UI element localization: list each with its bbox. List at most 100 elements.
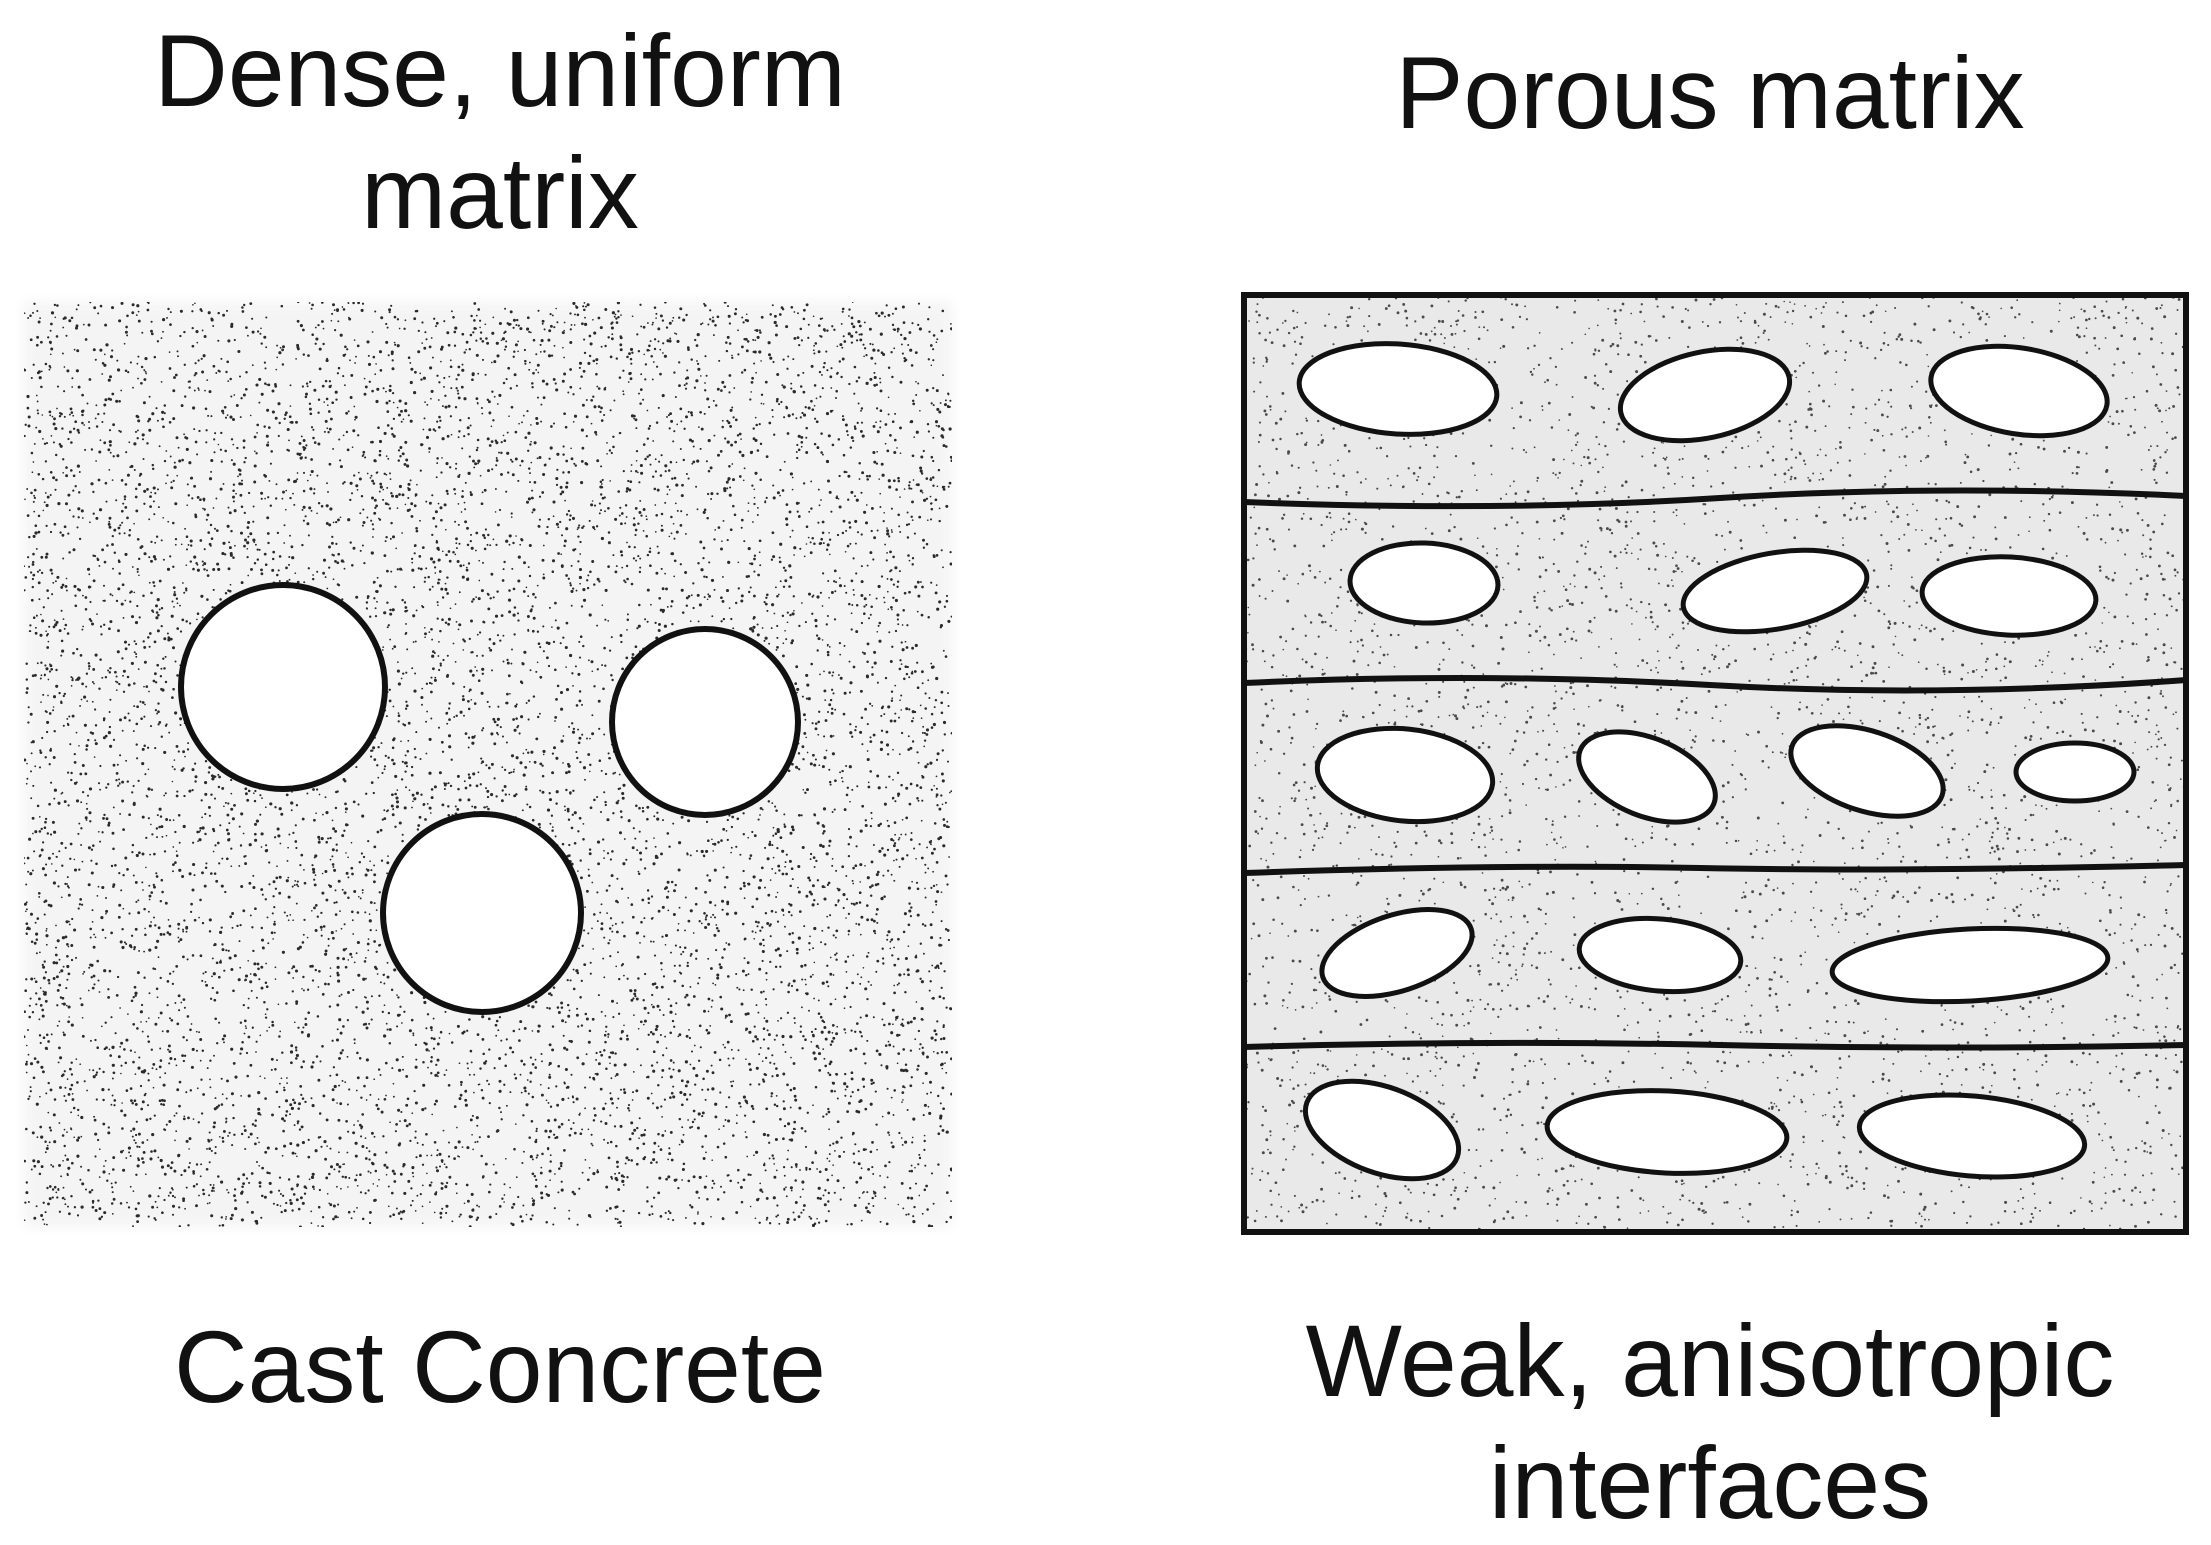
stipple-dot [801,845,805,850]
stipple-dot [77,1108,80,1112]
stipple-dot [480,502,484,506]
stipple-dot [850,1077,854,1081]
stipple-dot [631,1091,635,1094]
stipple-dot [933,706,936,709]
stipple-dot [929,518,933,521]
stipple-dot [465,568,469,572]
stipple-dot [185,535,189,538]
stipple-dot [729,424,733,428]
stipple-dot [632,523,636,527]
stipple-dot [99,764,102,768]
stipple-dot [890,351,893,354]
stipple-dot [806,683,810,687]
stipple-dot [590,422,593,425]
stipple-dot [742,1095,746,1099]
stipple-dot [70,1023,74,1027]
stipple-dot [285,1110,289,1113]
stipple-dot [886,532,890,536]
stipple-dot [916,580,920,584]
stipple-dot [37,581,41,585]
stipple-dot [503,331,506,335]
stipple-dot [422,1083,426,1087]
stipple-dot [909,782,913,786]
stipple-dot [556,468,559,471]
stipple-dot [396,507,399,509]
stipple-dot [939,1114,943,1118]
stipple-dot [493,395,496,398]
stipple-dot [520,459,524,463]
stipple-dot [910,1169,914,1173]
stipple-dot [29,997,32,1000]
stipple-dot [655,312,658,315]
stipple-dot [940,1063,943,1067]
stipple-dot [508,534,512,538]
stipple-dot [214,1151,217,1155]
stipple-dot [183,1115,186,1118]
stipple-dot [533,760,537,764]
stipple-dot [728,493,732,497]
stipple-dot [461,368,465,372]
stipple-dot [852,325,856,329]
stipple-dot [639,557,642,560]
stipple-dot [674,332,676,335]
stipple-dot [697,1211,699,1213]
stipple-dot [326,482,328,485]
stipple-dot [164,680,168,684]
stipple-dot [867,1202,870,1205]
stipple-dot [785,517,789,521]
stipple-dot [845,471,848,474]
stipple-dot [255,1051,257,1053]
stipple-dot [115,994,119,997]
stipple-dot [604,1102,607,1105]
stipple-dot [232,443,235,446]
stipple-dot [321,1044,324,1048]
stipple-dot [724,437,727,440]
stipple-dot [42,693,45,696]
stipple-dot [34,765,37,768]
stipple-dot [445,1069,448,1071]
stipple-dot [785,325,789,329]
stipple-dot [190,902,193,906]
stipple-dot [562,762,564,764]
stipple-dot [484,528,487,531]
stipple-dot [440,587,444,591]
stipple-dot [54,453,58,457]
stipple-dot [338,1136,342,1140]
stipple-dot [183,330,186,334]
stipple-dot [171,1213,175,1216]
stipple-dot [283,524,286,527]
stipple-dot [496,634,500,637]
stipple-dot [717,840,720,844]
stipple-dot [296,580,300,584]
stipple-dot [137,319,141,323]
stipple-dot [209,872,213,875]
stipple-dot [453,330,457,334]
stipple-dot [847,1101,851,1105]
stipple-dot [784,629,786,632]
stipple-dot [932,722,936,727]
stipple-dot [435,1073,438,1076]
stipple-dot [909,1084,913,1088]
stipple-dot [426,403,429,406]
stipple-dot [658,460,661,463]
stipple-dot [81,517,84,519]
stipple-dot [871,1166,874,1169]
stipple-dot [562,453,565,456]
stipple-dot [398,327,401,330]
stipple-dot [597,405,601,408]
stipple-dot [795,451,798,453]
stipple-dot [910,719,914,723]
stipple-dot [258,548,261,551]
stipple-dot [45,930,48,932]
stipple-dot [721,575,724,578]
stipple-dot [803,925,806,928]
stipple-dot [332,936,335,940]
stipple-dot [884,423,888,426]
stipple-dot [476,669,478,672]
stipple-dot [168,420,172,424]
stipple-dot [364,873,368,877]
stipple-dot [596,577,600,581]
stipple-dot [463,780,466,783]
stipple-dot [640,920,643,924]
stipple-dot [206,379,209,381]
